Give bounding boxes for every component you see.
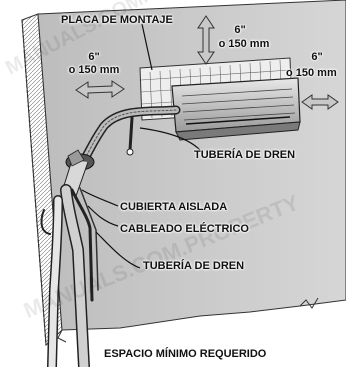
clearance-top-inches: 6" xyxy=(234,24,246,36)
clearance-arrow-right xyxy=(301,94,339,110)
clearance-right-mm: o 150 mm xyxy=(286,67,337,79)
drain-pipe-label-top: TUBERÍA DE DREN xyxy=(194,149,296,161)
insulated-cover-label: CUBIERTA AISLADA xyxy=(120,201,228,213)
leader-lines xyxy=(81,23,201,269)
mounting-plate-label: PLACA DE MONTAJE xyxy=(61,14,173,26)
minimum-space-label: ESPACIO MÍNIMO REQUERIDO xyxy=(104,348,267,360)
drain-pipe-label-bottom: TUBERÍA DE DREN xyxy=(143,260,245,272)
clearance-arrow-top xyxy=(197,15,215,65)
clearance-left-mm: o 150 mm xyxy=(68,64,120,76)
indoor-unit xyxy=(171,77,301,141)
clearance-arrow-left xyxy=(75,80,125,99)
electrical-wiring-label: CABLEADO ELÉCTRICO xyxy=(120,223,249,235)
wall-hole xyxy=(61,149,95,197)
clearance-right-inches: 6" xyxy=(311,51,323,63)
outdoor-pipes xyxy=(40,184,99,367)
pipe-bundle xyxy=(79,105,181,165)
clearance-left-inches: 6" xyxy=(88,51,100,63)
clearance-top-mm: o 150 mm xyxy=(218,38,270,50)
